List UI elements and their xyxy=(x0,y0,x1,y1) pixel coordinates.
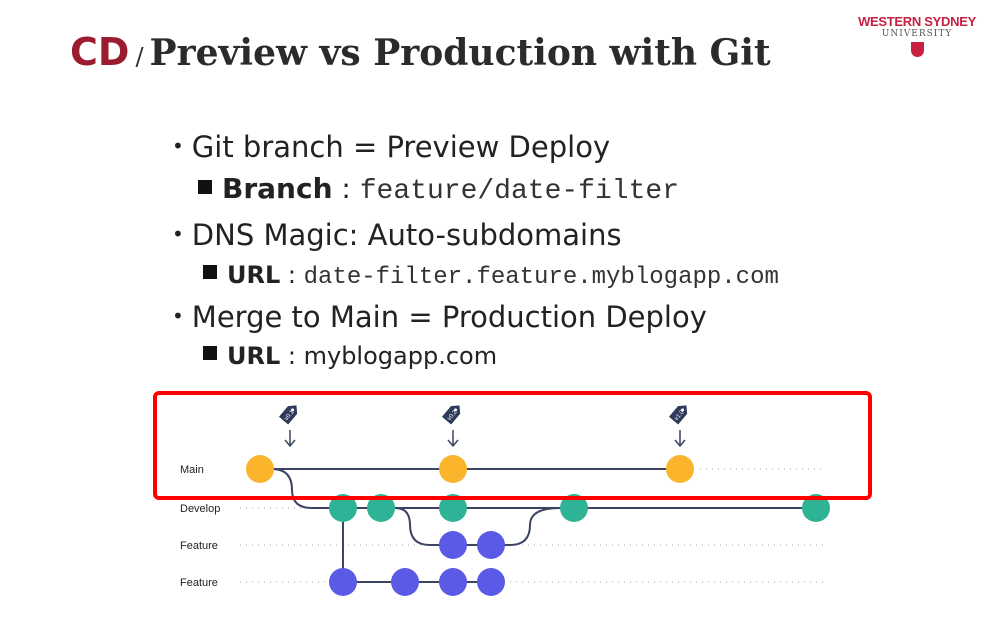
title-prefix: CD xyxy=(70,30,130,74)
lane-label-feature: Feature xyxy=(180,540,218,552)
logo-line1: WESTERN SYDNEY xyxy=(858,14,976,29)
square-bullet-icon xyxy=(198,180,212,194)
sub-label: Branch xyxy=(222,172,333,205)
title-separator: / xyxy=(135,43,144,71)
lane-label-main: Main xyxy=(180,464,204,476)
commit-node-develop xyxy=(439,494,467,522)
sub-value: myblogapp.com xyxy=(303,342,498,370)
slide-title: CD/Preview vs Production with Git xyxy=(70,30,771,74)
commit-node-feature xyxy=(439,568,467,596)
commit-node-develop xyxy=(802,494,830,522)
commit-node-feature xyxy=(391,568,419,596)
sub-bullet-3: URL : myblogapp.com xyxy=(203,342,497,370)
bullet-text: Merge to Main = Production Deploy xyxy=(191,300,707,334)
bullet-2: •DNS Magic: Auto-subdomains xyxy=(172,218,622,252)
highlight-box xyxy=(153,391,872,500)
commit-node-feature xyxy=(439,531,467,559)
commit-node-feature xyxy=(477,531,505,559)
lane-label-develop: Develop xyxy=(180,503,220,515)
sub-label: URL xyxy=(227,342,281,370)
version-tag-icon: v0.2 xyxy=(441,405,461,448)
bullet-text: Git branch = Preview Deploy xyxy=(191,130,611,164)
sub-value: date-filter.feature.myblogapp.com xyxy=(303,264,779,291)
version-tag-icon: v1.0 xyxy=(668,405,688,448)
logo-line2: UNIVERSITY xyxy=(881,29,953,39)
sub-bullet-1: Branch : feature/date-filter xyxy=(198,172,679,207)
sub-bullet-2: URL : date-filter.feature.myblogapp.com xyxy=(203,261,779,291)
square-bullet-icon xyxy=(203,265,217,279)
bullet-3: •Merge to Main = Production Deploy xyxy=(172,300,707,334)
commit-node-develop xyxy=(329,494,357,522)
square-bullet-icon xyxy=(203,346,217,360)
arrow-down-icon xyxy=(284,439,296,448)
commit-node-main xyxy=(439,455,467,483)
university-logo: WESTERN SYDNEY UNIVERSITY xyxy=(852,14,982,57)
arrow-down-icon xyxy=(447,439,459,448)
commit-node-main xyxy=(666,455,694,483)
sub-value: feature/date-filter xyxy=(359,176,680,207)
commit-node-feature xyxy=(329,568,357,596)
title-text: Preview vs Production with Git xyxy=(149,32,771,74)
version-tag-icon: v0.1 xyxy=(278,405,298,448)
shield-icon xyxy=(910,42,924,57)
sub-label: URL xyxy=(227,261,281,289)
sub-sep: : xyxy=(332,172,360,205)
lane-label-feature-2: Feature xyxy=(180,577,218,589)
commit-node-main xyxy=(246,455,274,483)
commit-node-feature xyxy=(477,568,505,596)
sub-sep: : xyxy=(280,342,304,370)
sub-sep: : xyxy=(280,261,304,289)
commit-node-develop xyxy=(560,494,588,522)
bullet-1: •Git branch = Preview Deploy xyxy=(172,130,611,164)
bullet-text: DNS Magic: Auto-subdomains xyxy=(191,218,622,252)
commit-node-develop xyxy=(367,494,395,522)
arrow-down-icon xyxy=(674,439,686,448)
